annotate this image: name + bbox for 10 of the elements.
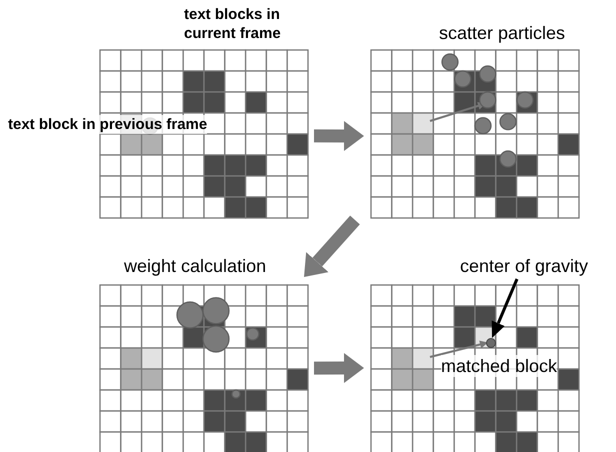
- panel-label: center of gravity: [460, 255, 588, 277]
- panel-label: scatter particles: [439, 22, 566, 44]
- panel-label: weight calculation: [124, 255, 266, 277]
- block-arrow: [314, 121, 364, 151]
- panel-label: text block in previous frame: [8, 115, 208, 134]
- leader-arrow: [492, 278, 518, 338]
- panel-label: matched block: [441, 355, 558, 377]
- block-arrow: [314, 353, 364, 384]
- panel-label: text blocks in current frame: [184, 5, 282, 43]
- block-arrow: [304, 216, 360, 277]
